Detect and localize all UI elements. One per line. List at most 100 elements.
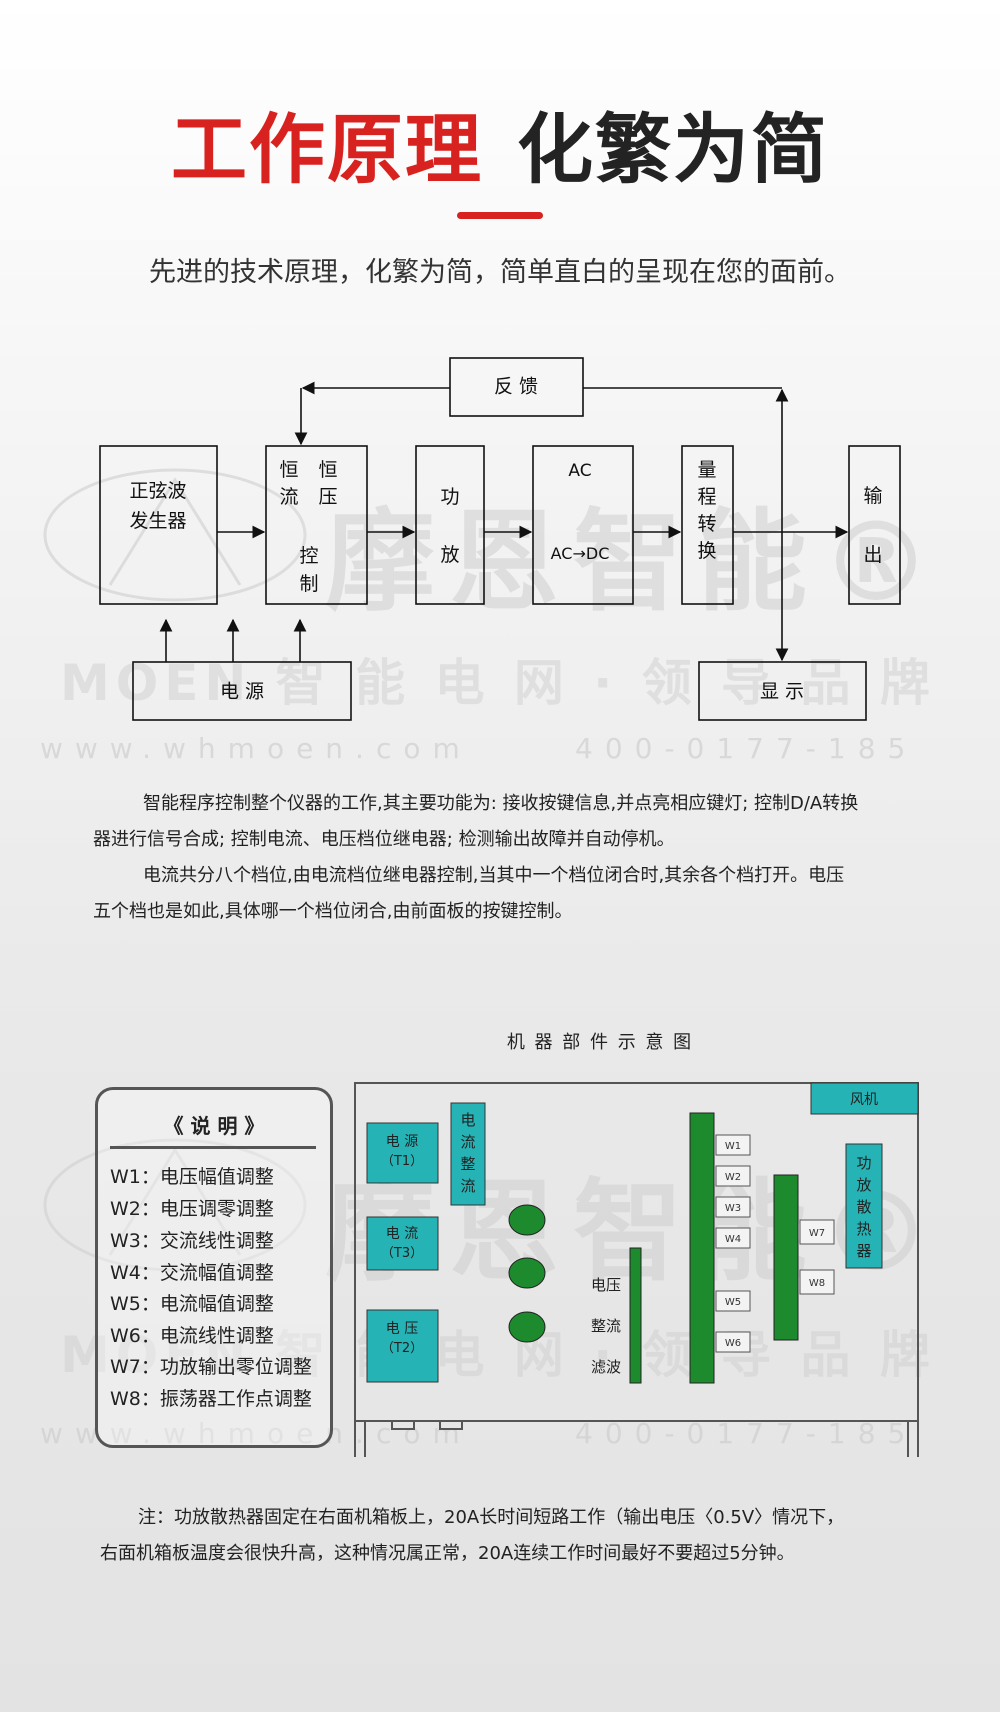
label-filter-1: 电压 [591, 1276, 621, 1294]
label-power: 电 源 [220, 681, 264, 703]
note-line1: 注：功放散热器固定在右面机箱板上，20A长时间短路工作（输出电压〈0.5V〉情况… [138, 1507, 845, 1528]
capacitor-2 [508, 1257, 546, 1289]
label-rect-3: 整 [460, 1155, 475, 1173]
label-output-2: 出 [863, 544, 882, 566]
label-w6: W6 [725, 1338, 741, 1349]
label-heatsink-4: 热 [856, 1220, 871, 1238]
chassis-outline [354, 1082, 919, 1422]
label-range-4: 换 [697, 540, 716, 562]
title-underline [457, 212, 543, 219]
pot-w8 [799, 1269, 835, 1295]
label-range-3: 转 [697, 513, 716, 535]
power-box [132, 661, 352, 721]
description-p1-line1: 智能程序控制整个仪器的工作,其主要功能为: 接收按键信息,并点亮相应键灯; 控制… [143, 793, 859, 814]
label-sine-2: 发生器 [129, 510, 186, 532]
label-w1: W1 [725, 1141, 741, 1152]
sine-generator-box [99, 445, 218, 605]
legend-item: W4：交流幅值调整 [110, 1262, 274, 1284]
label-w2: W2 [725, 1172, 741, 1183]
legend-item: W8：振荡器工作点调整 [110, 1388, 312, 1410]
range-switch-box [681, 445, 734, 605]
label-psu-t1-sub: （T1） [381, 1154, 423, 1169]
fan-box [810, 1082, 919, 1115]
label-output-1: 输 [863, 485, 882, 507]
rectifier-box [450, 1102, 486, 1206]
label-cc-heng-1: 恒 [279, 459, 298, 481]
description-p1-line2: 器进行信号合成; 控制电流、电压档位继电器; 检测输出故障并自动停机。 [93, 829, 675, 850]
label-acdc: AC→DC [551, 544, 610, 563]
pot-w4 [715, 1227, 751, 1249]
label-cc-zhi: 制 [299, 573, 318, 595]
watermark-phone-top: 400-0177-185 [575, 732, 917, 765]
legend-item: W5：电流幅值调整 [110, 1293, 274, 1315]
watermark-phone-bottom: 400-0177-185 [575, 1417, 917, 1450]
description: 智能程序控制整个仪器的工作,其主要功能为: 接收按键信息,并点亮相应键灯; 控制… [93, 786, 913, 930]
label-cc-kong: 控 [299, 545, 318, 567]
control-board [689, 1112, 715, 1384]
parts-diagram: 机 器 部 件 示 意 图 W1 W [354, 1032, 919, 1457]
watermark-logo-top [43, 468, 307, 602]
pot-w1 [715, 1134, 751, 1156]
amp-board [773, 1174, 799, 1341]
title-dark: 化繁为简 [517, 105, 829, 194]
label-psu-t1: 电 源 [386, 1134, 418, 1150]
label-heatsink-2: 放 [856, 1176, 871, 1194]
label-feedback: 反 馈 [494, 376, 538, 398]
watermark-tagline-top: MOEN 智 能 电 网 · 领 导 品 牌 [60, 654, 936, 712]
label-psu-t3: 电 流 [386, 1226, 418, 1242]
heatsink-box [845, 1143, 883, 1269]
label-range-1: 量 [697, 459, 716, 481]
page-title: 工作原理化繁为简 [0, 88, 1000, 198]
label-rect-1: 电 [460, 1111, 475, 1129]
psu-t1-box [366, 1122, 439, 1184]
label-w8: W8 [809, 1278, 825, 1289]
legend-title: 《 说 明 》 [163, 1114, 265, 1138]
label-amp-2: 放 [440, 544, 459, 566]
pot-w3 [715, 1196, 751, 1218]
pot-w6 [715, 1331, 751, 1353]
psu-t2-box [366, 1309, 439, 1383]
display-box [698, 661, 867, 721]
pot-w7 [799, 1219, 835, 1245]
description-p2-line1: 电流共分八个档位,由电流档位继电器控制,当其中一个档位闭合时,其余各个档打开。电… [143, 865, 845, 886]
label-ac: AC [568, 461, 591, 481]
title-red: 工作原理 [171, 105, 483, 194]
label-range-2: 程 [697, 486, 716, 508]
legend-item: W1：电压幅值调整 [110, 1166, 274, 1188]
legend-divider [110, 1146, 316, 1149]
chassis-tab-1 [391, 1420, 415, 1430]
label-amp-1: 功 [440, 486, 459, 508]
legend-item: W6：电流线性调整 [110, 1325, 274, 1347]
amplifier-box [415, 445, 485, 605]
filter-board [629, 1247, 642, 1384]
label-heatsink-5: 器 [856, 1242, 871, 1260]
parts-caption: 机 器 部 件 示 意 图 [507, 1032, 693, 1053]
legend-item: W2：电压调零调整 [110, 1198, 274, 1220]
watermark-website-top: www.whmoen.com [40, 732, 472, 765]
label-psu-t2: 电 压 [386, 1321, 418, 1337]
pot-w2 [715, 1165, 751, 1187]
psu-t3-box [366, 1216, 439, 1271]
label-heatsink-1: 功 [856, 1154, 871, 1172]
output-box [848, 445, 901, 605]
label-w5: W5 [725, 1297, 741, 1308]
label-heatsink-3: 散 [856, 1198, 871, 1216]
label-w7: W7 [809, 1228, 825, 1239]
constant-control-box [265, 445, 368, 605]
label-sine-1: 正弦波 [129, 480, 186, 502]
label-filter-2: 整流 [591, 1317, 621, 1335]
legend-panel: 《 说 明 》 W1：电压幅值调整 W2：电压调零调整 W3：交流线性调整 W4… [95, 1087, 333, 1448]
label-cc-heng-2: 恒 [318, 459, 337, 481]
ac-dc-box [532, 445, 634, 605]
label-fan: 风机 [850, 1092, 878, 1108]
chassis-tab-2 [439, 1420, 463, 1430]
watermark-logo-bottom [43, 1138, 307, 1272]
block-diagram: 反 馈 正弦波 发生器 恒 恒 流 压 控 制 功 放 AC AC→DC 量 程… [99, 357, 901, 721]
label-psu-t2-sub: （T2） [381, 1341, 423, 1356]
feedback-box [449, 357, 584, 417]
legend-item: W3：交流线性调整 [110, 1230, 274, 1252]
label-cc-liu: 流 [279, 486, 298, 508]
note-line2: 右面机箱板温度会很快升高，这种情况属正常，20A连续工作时间最好不要超过5分钟。 [100, 1543, 795, 1564]
subtitle: 先进的技术原理，化繁为简，简单直白的呈现在您的面前。 [149, 257, 851, 288]
label-display: 显 示 [760, 681, 804, 703]
